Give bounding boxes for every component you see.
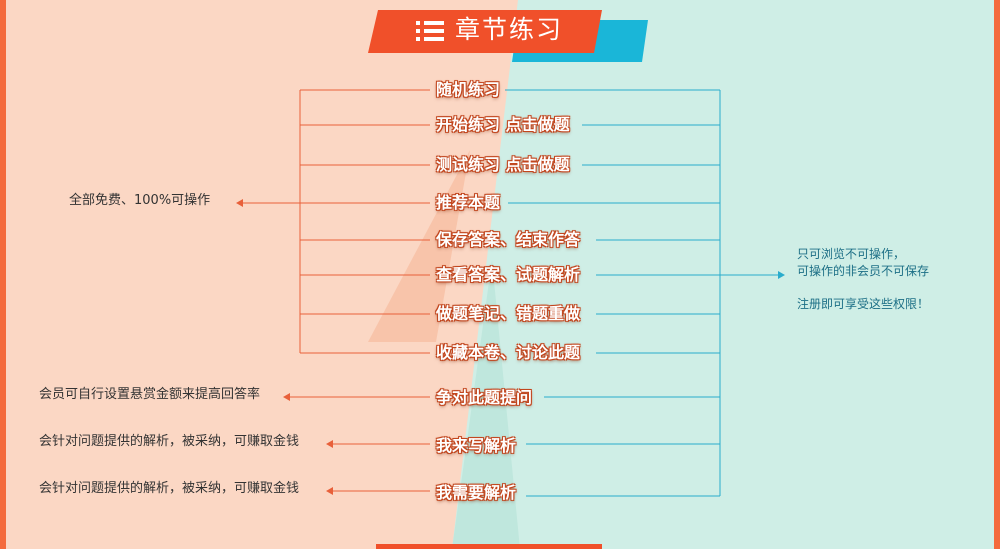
left-bracket-lines: [243, 89, 430, 492]
title-ribbon-red: [368, 10, 602, 53]
left-background: [0, 0, 518, 549]
item-notes-redo[interactable]: 做题笔记、错题重做: [436, 304, 581, 323]
item-view-answer[interactable]: 查看答案、试题解析: [436, 265, 581, 284]
left-decor-shape: [368, 150, 470, 342]
note-browse-only: 只可浏览不可操作，: [797, 247, 906, 261]
bottom-bar: [376, 544, 602, 549]
item-need-explain[interactable]: 我需要解析: [436, 483, 517, 502]
item-collect-discuss[interactable]: 收藏本卷、讨论此题: [436, 343, 581, 362]
item-write-explain[interactable]: 我来写解析: [436, 436, 517, 455]
right-bracket-lines: [505, 89, 778, 497]
item-save-answer[interactable]: 保存答案、结束作答: [436, 230, 581, 249]
right-decor-shape: [452, 260, 520, 549]
item-test-practice[interactable]: 测试练习 点击做题: [436, 155, 570, 174]
note-free: 全部免费、100%可操作: [69, 193, 211, 208]
note-reward: 会员可自行设置悬赏金额来提高回答率: [39, 387, 261, 402]
note-non-member: 可操作的非会员不可保存: [797, 264, 930, 278]
left-arrowheads: [236, 199, 333, 495]
right-border: [994, 0, 1000, 549]
left-border: [0, 0, 6, 549]
item-ask-question[interactable]: 争对此题提问: [436, 388, 533, 407]
right-arrowhead: [778, 271, 785, 279]
item-random-practice[interactable]: 随机练习: [436, 80, 501, 99]
note-register: 注册即可享受这些权限！: [797, 297, 930, 311]
note-explain-2: 会针对问题提供的解析，被采纳，可赚取金钱: [39, 481, 300, 496]
note-explain-1: 会针对问题提供的解析，被采纳，可赚取金钱: [39, 434, 300, 449]
item-recommend[interactable]: 推荐本题: [436, 193, 501, 212]
list-icon: [416, 21, 444, 41]
item-start-practice[interactable]: 开始练习 点击做题: [436, 115, 570, 134]
page-title: 章节练习: [455, 15, 564, 44]
